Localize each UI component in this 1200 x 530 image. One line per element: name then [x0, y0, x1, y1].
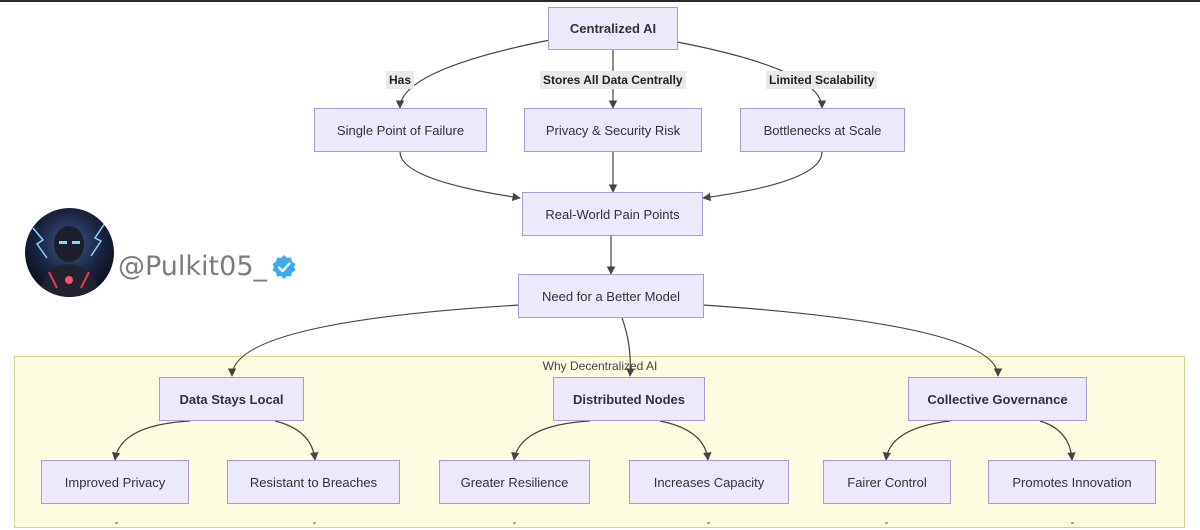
watermark-handle: @Pulkit05_ [118, 250, 297, 284]
single-point-node: Single Point of Failure [314, 108, 487, 152]
edge-governance-innovation [1039, 420, 1076, 461]
handle-text: @Pulkit05_ [118, 251, 268, 282]
edge-single-point-pain [399, 151, 521, 202]
edge-data-local-privacy [111, 420, 191, 461]
data-stays-local-node: Data Stays Local [159, 377, 304, 421]
avatar-image [25, 208, 114, 297]
better-model-node: Need for a Better Model [518, 274, 704, 318]
edge-label-scalability: Limited Scalability [766, 71, 878, 89]
pain-points-node: Real-World Pain Points [522, 192, 703, 236]
edge-need-governance [702, 304, 1003, 377]
collective-governance-node: Collective Governance [908, 377, 1087, 421]
edge-governance-fairer [882, 420, 951, 461]
improved-privacy-node: Improved Privacy [41, 460, 189, 504]
verified-badge-icon [271, 254, 297, 280]
top-border-line [0, 0, 1200, 2]
edge-root-single-point [395, 39, 551, 109]
bottom-tick-marks [115, 522, 1074, 524]
increases-capacity-node: Increases Capacity [629, 460, 789, 504]
edge-distributed-resilience [511, 420, 591, 461]
edge-need-data-local [227, 304, 521, 377]
edge-label-has: Has [386, 71, 415, 89]
edge-data-local-breaches [274, 420, 319, 461]
resistant-breaches-node: Resistant to Breaches [227, 460, 400, 504]
greater-resilience-node: Greater Resilience [439, 460, 590, 504]
centralized-ai-node: Centralized AI [548, 7, 678, 50]
privacy-risk-node: Privacy & Security Risk [524, 108, 702, 152]
edge-label-stores: Stores All Data Centrally [540, 71, 686, 89]
promotes-innovation-node: Promotes Innovation [988, 460, 1156, 504]
edge-need-distributed [621, 317, 635, 377]
bottlenecks-node: Bottlenecks at Scale [740, 108, 905, 152]
fairer-control-node: Fairer Control [823, 460, 951, 504]
distributed-nodes-node: Distributed Nodes [553, 377, 705, 421]
edge-distributed-capacity [659, 420, 712, 461]
edge-bottlenecks-pain [702, 151, 823, 202]
